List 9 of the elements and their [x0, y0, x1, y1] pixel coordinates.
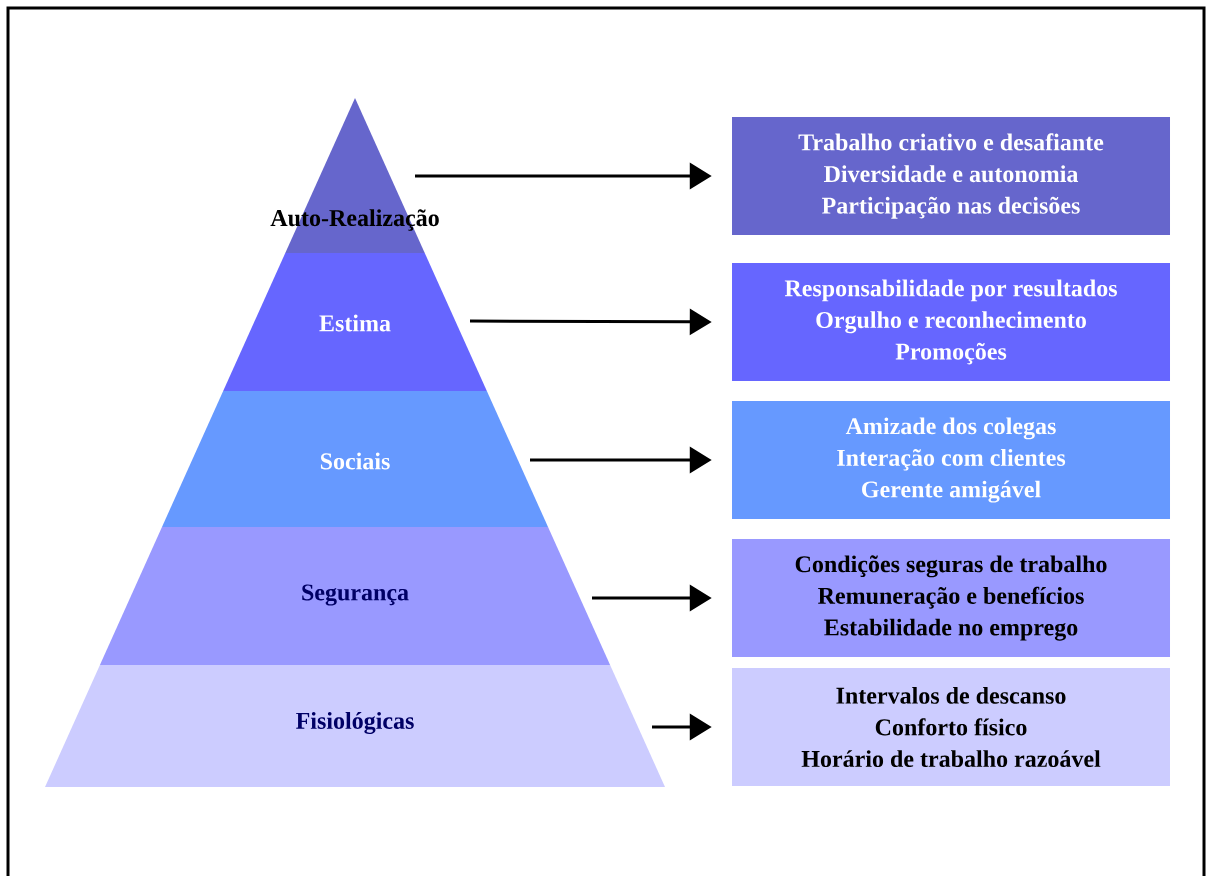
description-box: Condições seguras de trabalho Remuneração e benefícios Estabilidade no emprego: [732, 539, 1170, 657]
pyramid-level: Estima: [223, 253, 487, 391]
description-box: Responsabilidade por resultados Orgulho e reconhecimento Promoções: [732, 263, 1170, 381]
pyramid-level: Segurança: [99, 527, 611, 665]
description-box: Intervalos de descanso Conforto físico Horário de trabalho razoável: [732, 668, 1170, 786]
pyramid-level: Sociais: [162, 391, 549, 527]
description-box: Amizade dos colegas Interação com clientes Gerente amigável: [732, 401, 1170, 519]
pyramid-level: Fisiológicas: [45, 665, 665, 787]
description-box: Trabalho criativo e desafiante Diversidade e autonomia Participação nas decisões: [732, 117, 1170, 235]
